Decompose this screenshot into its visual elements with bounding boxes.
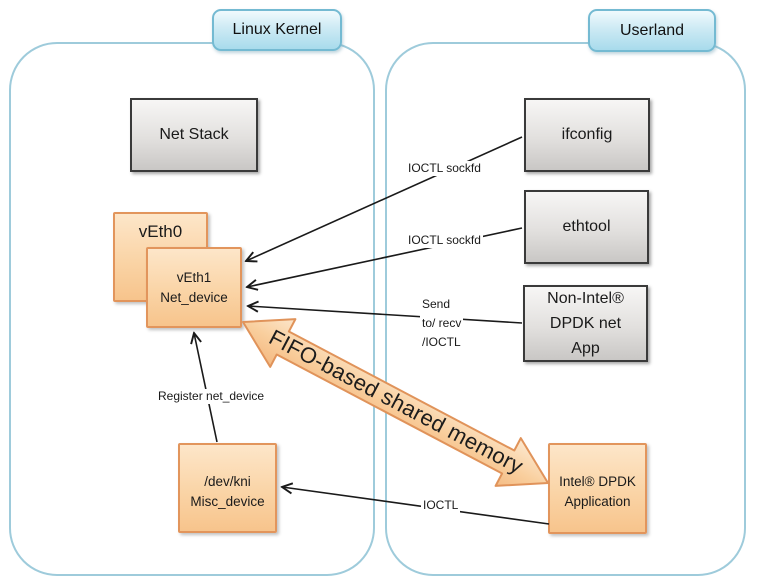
node-non-intel-dpdk-app: Non-Intel® DPDK net App <box>523 285 648 362</box>
edge-label-ioctl: IOCTL <box>421 498 461 513</box>
node-intel-dpdk-application: Intel® DPDK Application <box>548 443 647 534</box>
send-recv-line2: to/ recv <box>422 316 462 330</box>
intel-app-line2: Application <box>564 493 631 509</box>
linux-kernel-tab: Linux Kernel <box>212 9 342 51</box>
veth1-line2: Net_device <box>160 289 228 305</box>
node-dev-kni: /dev/kni Misc_device <box>178 443 277 533</box>
node-ethtool: ethtool <box>524 190 649 264</box>
node-net-stack: Net Stack <box>130 98 258 172</box>
veth1-line1: vEth1 <box>176 269 212 285</box>
send-recv-line3: /IOCTL <box>422 335 461 349</box>
veth0-label: vEth0 <box>138 222 183 241</box>
intel-app-line1: Intel® DPDK <box>559 473 636 489</box>
userland-tab-label: Userland <box>619 21 685 39</box>
non-intel-line2: DPDK net <box>549 315 622 332</box>
node-ifconfig: ifconfig <box>524 98 650 172</box>
send-recv-line1: Send <box>422 297 451 311</box>
edge-label-register-net-device: Register net_device <box>156 389 267 404</box>
dev-kni-line1: /dev/kni <box>204 474 251 489</box>
edge-label-ioctl-sockfd-mid: IOCTL sockfd <box>406 233 483 248</box>
linux-kernel-tab-label: Linux Kernel <box>232 21 322 38</box>
edge-label-ioctl-sockfd-top: IOCTL sockfd <box>406 161 483 176</box>
non-intel-line1: Non-Intel® <box>547 290 624 307</box>
net-stack-label: Net Stack <box>159 126 229 143</box>
node-veth1: vEth1 Net_device <box>146 247 242 328</box>
edge-label-send-recv-ioctl: Send to/ recv /IOCTL <box>420 294 464 353</box>
dev-kni-line2: Misc_device <box>190 494 265 509</box>
non-intel-line3: App <box>571 340 600 357</box>
ethtool-label: ethtool <box>562 218 611 235</box>
ifconfig-label: ifconfig <box>561 126 613 143</box>
userland-tab: Userland <box>588 9 716 52</box>
